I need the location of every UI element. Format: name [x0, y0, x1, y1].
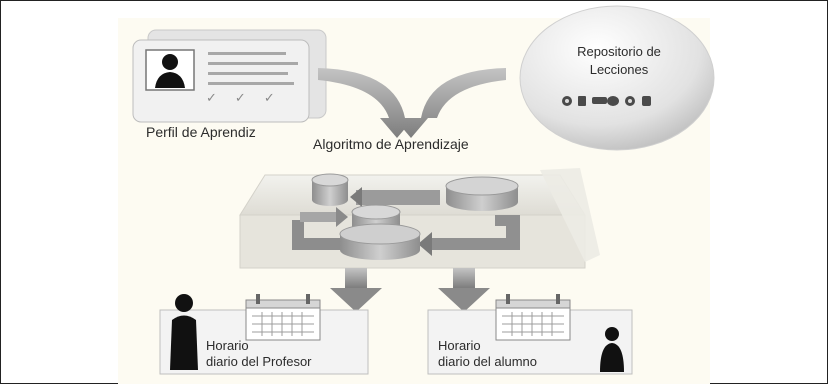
arrow-icon: [330, 268, 382, 312]
algorithm-platform: [239, 168, 600, 269]
arrow-icon: [318, 68, 506, 138]
teacher-schedule-card: [159, 294, 369, 375]
repository-label-line1: Repositorio de: [577, 44, 661, 59]
checkmark: ✓: [234, 90, 264, 105]
person-icon: [170, 294, 198, 370]
arrow-icon: [438, 268, 490, 312]
student-schedule-card: [427, 294, 633, 375]
cylinder-icon: [311, 173, 349, 206]
person-icon: [600, 327, 624, 372]
calendar-icon: [245, 294, 321, 341]
student-schedule-line1: Horario: [438, 338, 481, 353]
media-icons: [562, 96, 651, 106]
checkmarks: ✓✓✓: [206, 90, 293, 106]
learner-profile-card: [132, 29, 327, 123]
student-schedule-line2: diario del alumno: [438, 354, 538, 369]
checkmark: ✓: [206, 90, 235, 105]
teacher-schedule-line2: diario del Profesor: [206, 354, 312, 369]
cylinder-icon: [339, 204, 421, 260]
algorithm-label: Algoritmo de Aprendizaje: [313, 136, 469, 152]
lesson-repository-sphere: [519, 5, 715, 151]
profile-label: Perfil de Aprendiz: [146, 124, 256, 140]
checkmark: ✓: [263, 90, 293, 105]
person-icon: [155, 54, 185, 88]
calendar-icon: [495, 294, 571, 341]
repository-label-line2: Lecciones: [589, 62, 649, 77]
teacher-schedule-line1: Horario: [206, 338, 249, 353]
cylinder-icon: [445, 176, 519, 211]
